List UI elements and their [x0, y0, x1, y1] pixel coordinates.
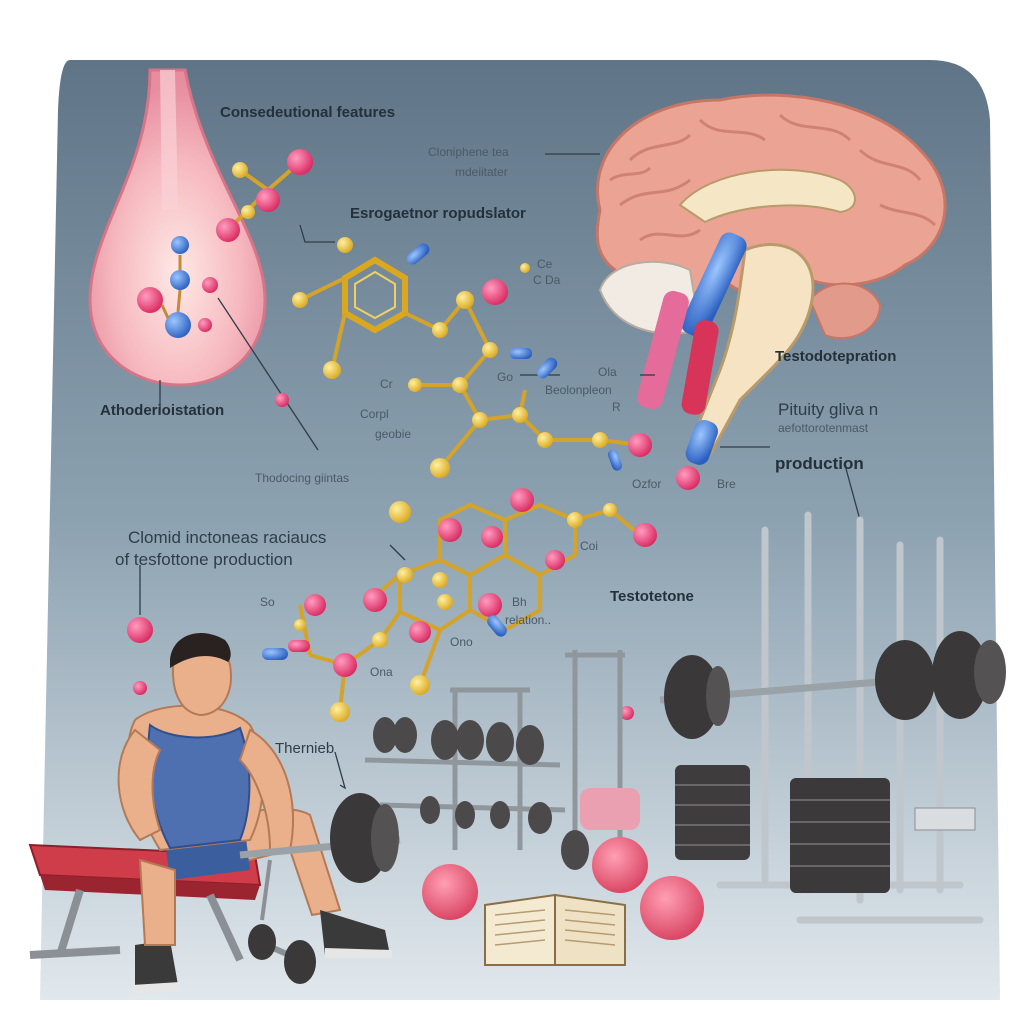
label-thodocing-giintas: Thodocing giintas — [255, 471, 350, 485]
label-cr: Cr — [380, 377, 393, 391]
label-bre: Bre — [717, 477, 736, 491]
label-atom-ce: Ce — [537, 257, 553, 271]
label-athoderioistation: Athoderioistation — [100, 402, 225, 419]
ball-icon — [422, 837, 704, 940]
label-production: production — [775, 454, 864, 473]
brain-icon — [595, 93, 947, 465]
label-pituity-2: aefottorotenmast — [778, 421, 869, 435]
barbell-icon — [364, 650, 640, 870]
label-clomid-line2: of tesfottone production — [115, 550, 293, 569]
label-ola: Ola — [598, 365, 617, 379]
gland-icon — [88, 68, 267, 387]
label-estrogen-modulator: Esrogaetnor ropudslator — [350, 205, 526, 222]
label-bh: Bh — [512, 595, 527, 609]
molecule-icon — [216, 149, 313, 242]
label-relation: relation.. — [505, 613, 552, 627]
label-testodotepration: Testodotepration — [775, 348, 897, 365]
label-clomid-line1: Clomid inctoneas raciaucs — [128, 528, 327, 547]
label-r: R — [612, 400, 621, 414]
barbell-icon — [659, 511, 1006, 924]
label-clomiphene-line2: mdeiitater — [455, 165, 508, 179]
label-geobie: geobie — [375, 427, 412, 441]
athlete-icon — [28, 632, 401, 994]
label-so: So — [260, 595, 275, 609]
leader-lines — [139, 153, 861, 615]
label-ona: Ona — [370, 665, 393, 679]
label-testotetone: Testotetone — [610, 588, 694, 605]
label-beolonpleon: Beolonpleon — [545, 383, 612, 397]
label-coi: Coi — [580, 539, 599, 553]
label-go: Go — [497, 370, 514, 384]
molecule-icon — [262, 449, 657, 722]
label-ono: Ono — [450, 635, 473, 649]
label-ozfor: Ozfor — [632, 477, 662, 491]
molecule-icon — [292, 237, 700, 490]
label-thernieb: Thernieb — [275, 740, 335, 757]
book-icon — [484, 893, 626, 966]
label-conseductional-features: Consedeutional features — [220, 104, 396, 121]
label-pituity: Pituity gliva n — [778, 400, 879, 419]
label-clomiphene-line1: Cloniphene tea — [428, 145, 509, 159]
label-atom-cda: C Da — [533, 273, 561, 287]
label-corpl: Corpl — [360, 407, 389, 421]
